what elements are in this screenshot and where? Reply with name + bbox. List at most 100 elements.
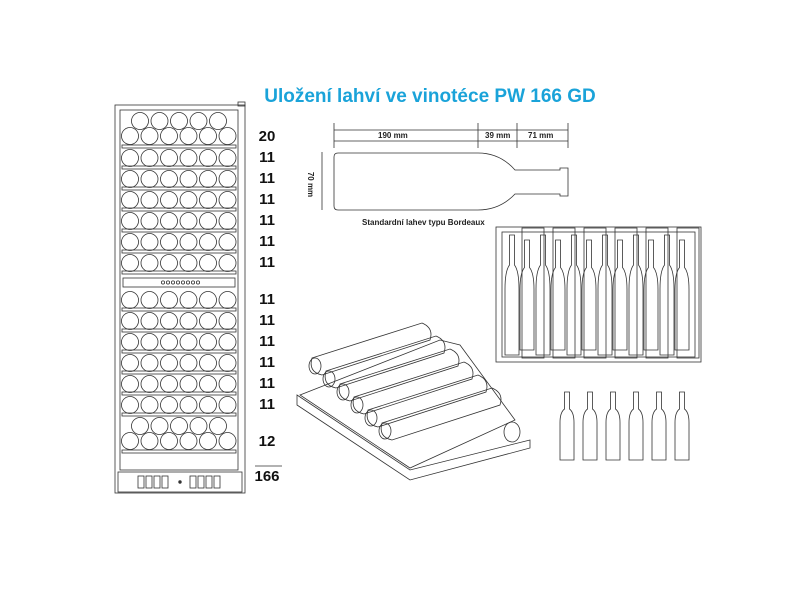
dim-shoulder: 39 mm [485, 131, 511, 140]
rack-bottle [504, 234, 520, 356]
control-button [170, 280, 175, 285]
shelf-count: 11 [259, 170, 275, 187]
shelf-count: 11 [259, 291, 275, 308]
bottle-end [170, 112, 188, 130]
rack-bottle [659, 234, 675, 356]
bottle-end [199, 170, 217, 188]
standing-bottle [605, 391, 621, 461]
bottle-end [160, 396, 178, 414]
bottle-end [121, 396, 139, 414]
bottle-end [121, 127, 139, 145]
control-button [160, 280, 165, 285]
bottle-end [160, 254, 178, 272]
bottle-end [179, 212, 198, 230]
bottle-end [199, 212, 217, 230]
shelf [121, 449, 237, 454]
control-button [190, 280, 195, 285]
bottle-end [121, 375, 139, 393]
bottle-end [121, 291, 139, 309]
dim-body: 190 mm [378, 131, 408, 140]
vent [213, 475, 221, 489]
rack [495, 226, 702, 363]
bottle-end [218, 432, 237, 450]
fridge-body [114, 104, 246, 494]
rack-inner [501, 231, 696, 358]
rack-slot [645, 227, 669, 359]
bottle-neck [364, 409, 378, 427]
bottle-end [140, 149, 159, 167]
bottle-end [218, 127, 237, 145]
bottle-end [121, 149, 139, 167]
bottle-end [199, 354, 217, 372]
bottle-end [121, 432, 139, 450]
bottle-end [218, 333, 237, 351]
bottle-caption: Standardní lahev typu Bordeaux [362, 218, 485, 227]
page-title: Uložení lahví ve vinotéce PW 166 GD [264, 86, 596, 107]
bottle-end [179, 432, 198, 450]
bottle-end [140, 396, 159, 414]
bottle-end [199, 375, 217, 393]
dim-neck: 71 mm [528, 131, 554, 140]
total-count: 166 [254, 468, 280, 485]
bottle-end [140, 254, 159, 272]
shelf-count: 20 [258, 128, 276, 145]
bottle-end [189, 417, 208, 435]
vent [205, 475, 213, 489]
bottle-end [179, 170, 198, 188]
bottle-end [218, 375, 237, 393]
drawer-bottle [324, 335, 446, 389]
vent [137, 475, 145, 489]
bottle-end [140, 170, 159, 188]
shelf-count: 11 [259, 254, 275, 271]
bottle-end [131, 417, 149, 435]
fridge-glass [119, 109, 239, 471]
bottle-base [503, 421, 521, 443]
control-button [195, 280, 200, 285]
bottle-end [160, 233, 178, 251]
drawer-tray [296, 394, 531, 481]
bottle-end [218, 312, 237, 330]
control-button [185, 280, 190, 285]
bottle-end [160, 291, 178, 309]
shelf [121, 412, 237, 417]
bottle-end [179, 375, 198, 393]
shelf [121, 228, 237, 233]
standing-bottle [582, 391, 598, 461]
bottle-end [140, 233, 159, 251]
shelf [121, 186, 237, 191]
fridge-base [117, 471, 243, 493]
vent-dot [178, 480, 182, 484]
bottle-neck [378, 422, 392, 440]
vent [153, 475, 161, 489]
drawer-top [299, 339, 516, 469]
bottle-end [199, 191, 217, 209]
bottle-end [140, 432, 159, 450]
rack-bottle [581, 239, 597, 351]
bottle-end [140, 312, 159, 330]
shelf [121, 144, 237, 149]
bottle-end [199, 233, 217, 251]
shelf-count: 11 [259, 354, 275, 371]
shelf [121, 270, 237, 275]
rack-bottle [597, 234, 613, 356]
rack-slot [583, 227, 607, 359]
shelf-count: 11 [259, 233, 275, 250]
bottle-end [140, 375, 159, 393]
bottle-end [150, 112, 169, 130]
drawer-bottle [352, 361, 474, 415]
bottle-end [160, 149, 178, 167]
standing-bottle [559, 391, 575, 461]
bottle-end [160, 354, 178, 372]
bordeaux-bottle [333, 152, 569, 211]
bottle-end [218, 212, 237, 230]
rack-bottle [674, 239, 690, 351]
bottle-end [218, 233, 237, 251]
bottle-end [121, 191, 139, 209]
control-button [180, 280, 185, 285]
shelf-count: 11 [259, 333, 275, 350]
rack-bottle [519, 239, 535, 351]
bottle-end [189, 112, 208, 130]
shelf [121, 328, 237, 333]
